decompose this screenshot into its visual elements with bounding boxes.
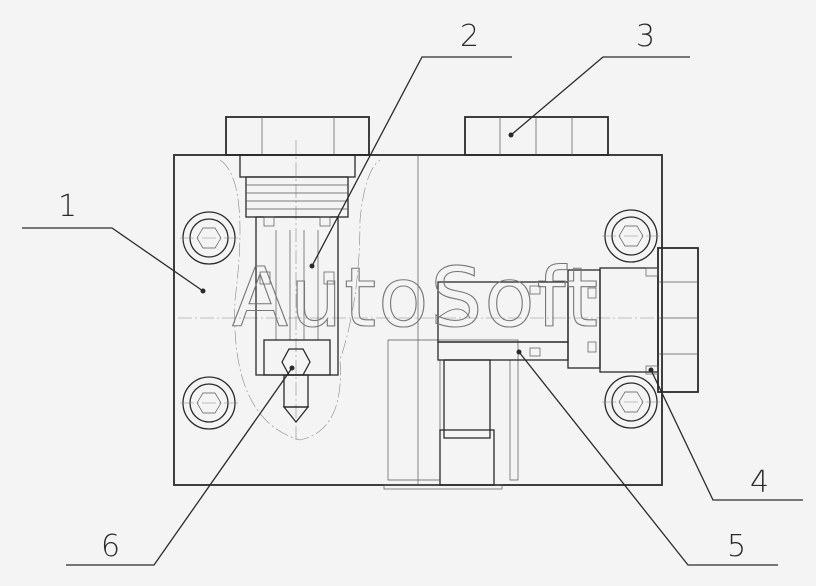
mounting-bolt-top-left xyxy=(180,211,238,265)
leader-dot-5 xyxy=(516,349,522,355)
leader-dot-6 xyxy=(289,365,295,371)
leader-dot-2 xyxy=(309,263,315,269)
leader-lines xyxy=(22,56,803,566)
top-plug xyxy=(464,116,609,156)
callout-number-2: 2 xyxy=(460,19,479,54)
center-lines xyxy=(178,140,660,440)
callout-number-4: 4 xyxy=(750,465,769,500)
watermark: AutoSoft xyxy=(232,251,600,346)
leader-dot-1 xyxy=(200,288,206,294)
leader-dot-4 xyxy=(648,367,654,373)
section-hatch xyxy=(387,339,519,481)
callout-number-5: 5 xyxy=(727,529,746,564)
mounting-bolt-top-right xyxy=(602,209,660,263)
mounting-bolt-bottom-right xyxy=(602,375,660,429)
callout-number-6: 6 xyxy=(101,529,120,564)
mounting-bolt-bottom-left xyxy=(180,376,238,430)
side-valve-assembly xyxy=(437,247,699,486)
callout-number-3: 3 xyxy=(636,19,655,54)
callout-number-1: 1 xyxy=(58,189,77,224)
leader-dot-3 xyxy=(508,132,514,138)
